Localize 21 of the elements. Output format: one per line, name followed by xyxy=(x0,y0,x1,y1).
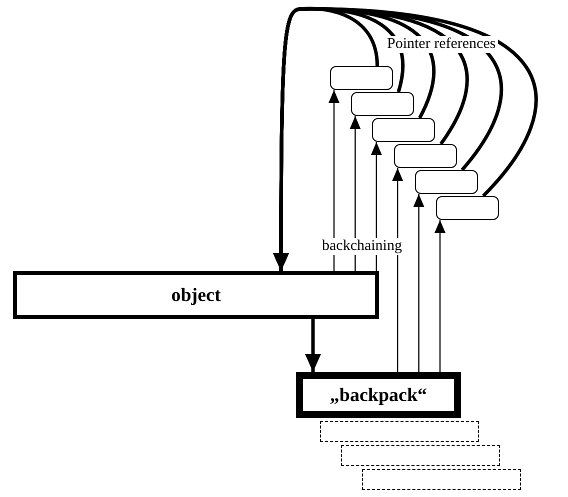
pointer-box xyxy=(330,66,393,90)
pointer-box xyxy=(351,92,414,116)
pointer-box xyxy=(414,170,478,194)
dashed-box xyxy=(341,445,500,466)
pointer-box xyxy=(372,118,436,142)
backchain-arrow xyxy=(434,220,446,372)
object-box xyxy=(13,271,379,319)
backchain-arrow xyxy=(392,168,404,372)
dashed-box xyxy=(362,469,521,490)
pointer-box xyxy=(436,196,499,220)
annotation-label: backchaining xyxy=(320,238,404,255)
pointer-box xyxy=(394,144,457,168)
backchain-arrow xyxy=(328,90,340,271)
annotation-label: Pointer references xyxy=(385,36,498,53)
backchain-arrow xyxy=(350,116,361,271)
dashed-box xyxy=(320,421,479,442)
pointer-arrow xyxy=(305,319,321,372)
backchain-arrow xyxy=(413,194,424,372)
backpack-box xyxy=(296,372,461,418)
node-label: „backpack“ xyxy=(330,386,428,404)
node-label: object xyxy=(171,286,221,304)
